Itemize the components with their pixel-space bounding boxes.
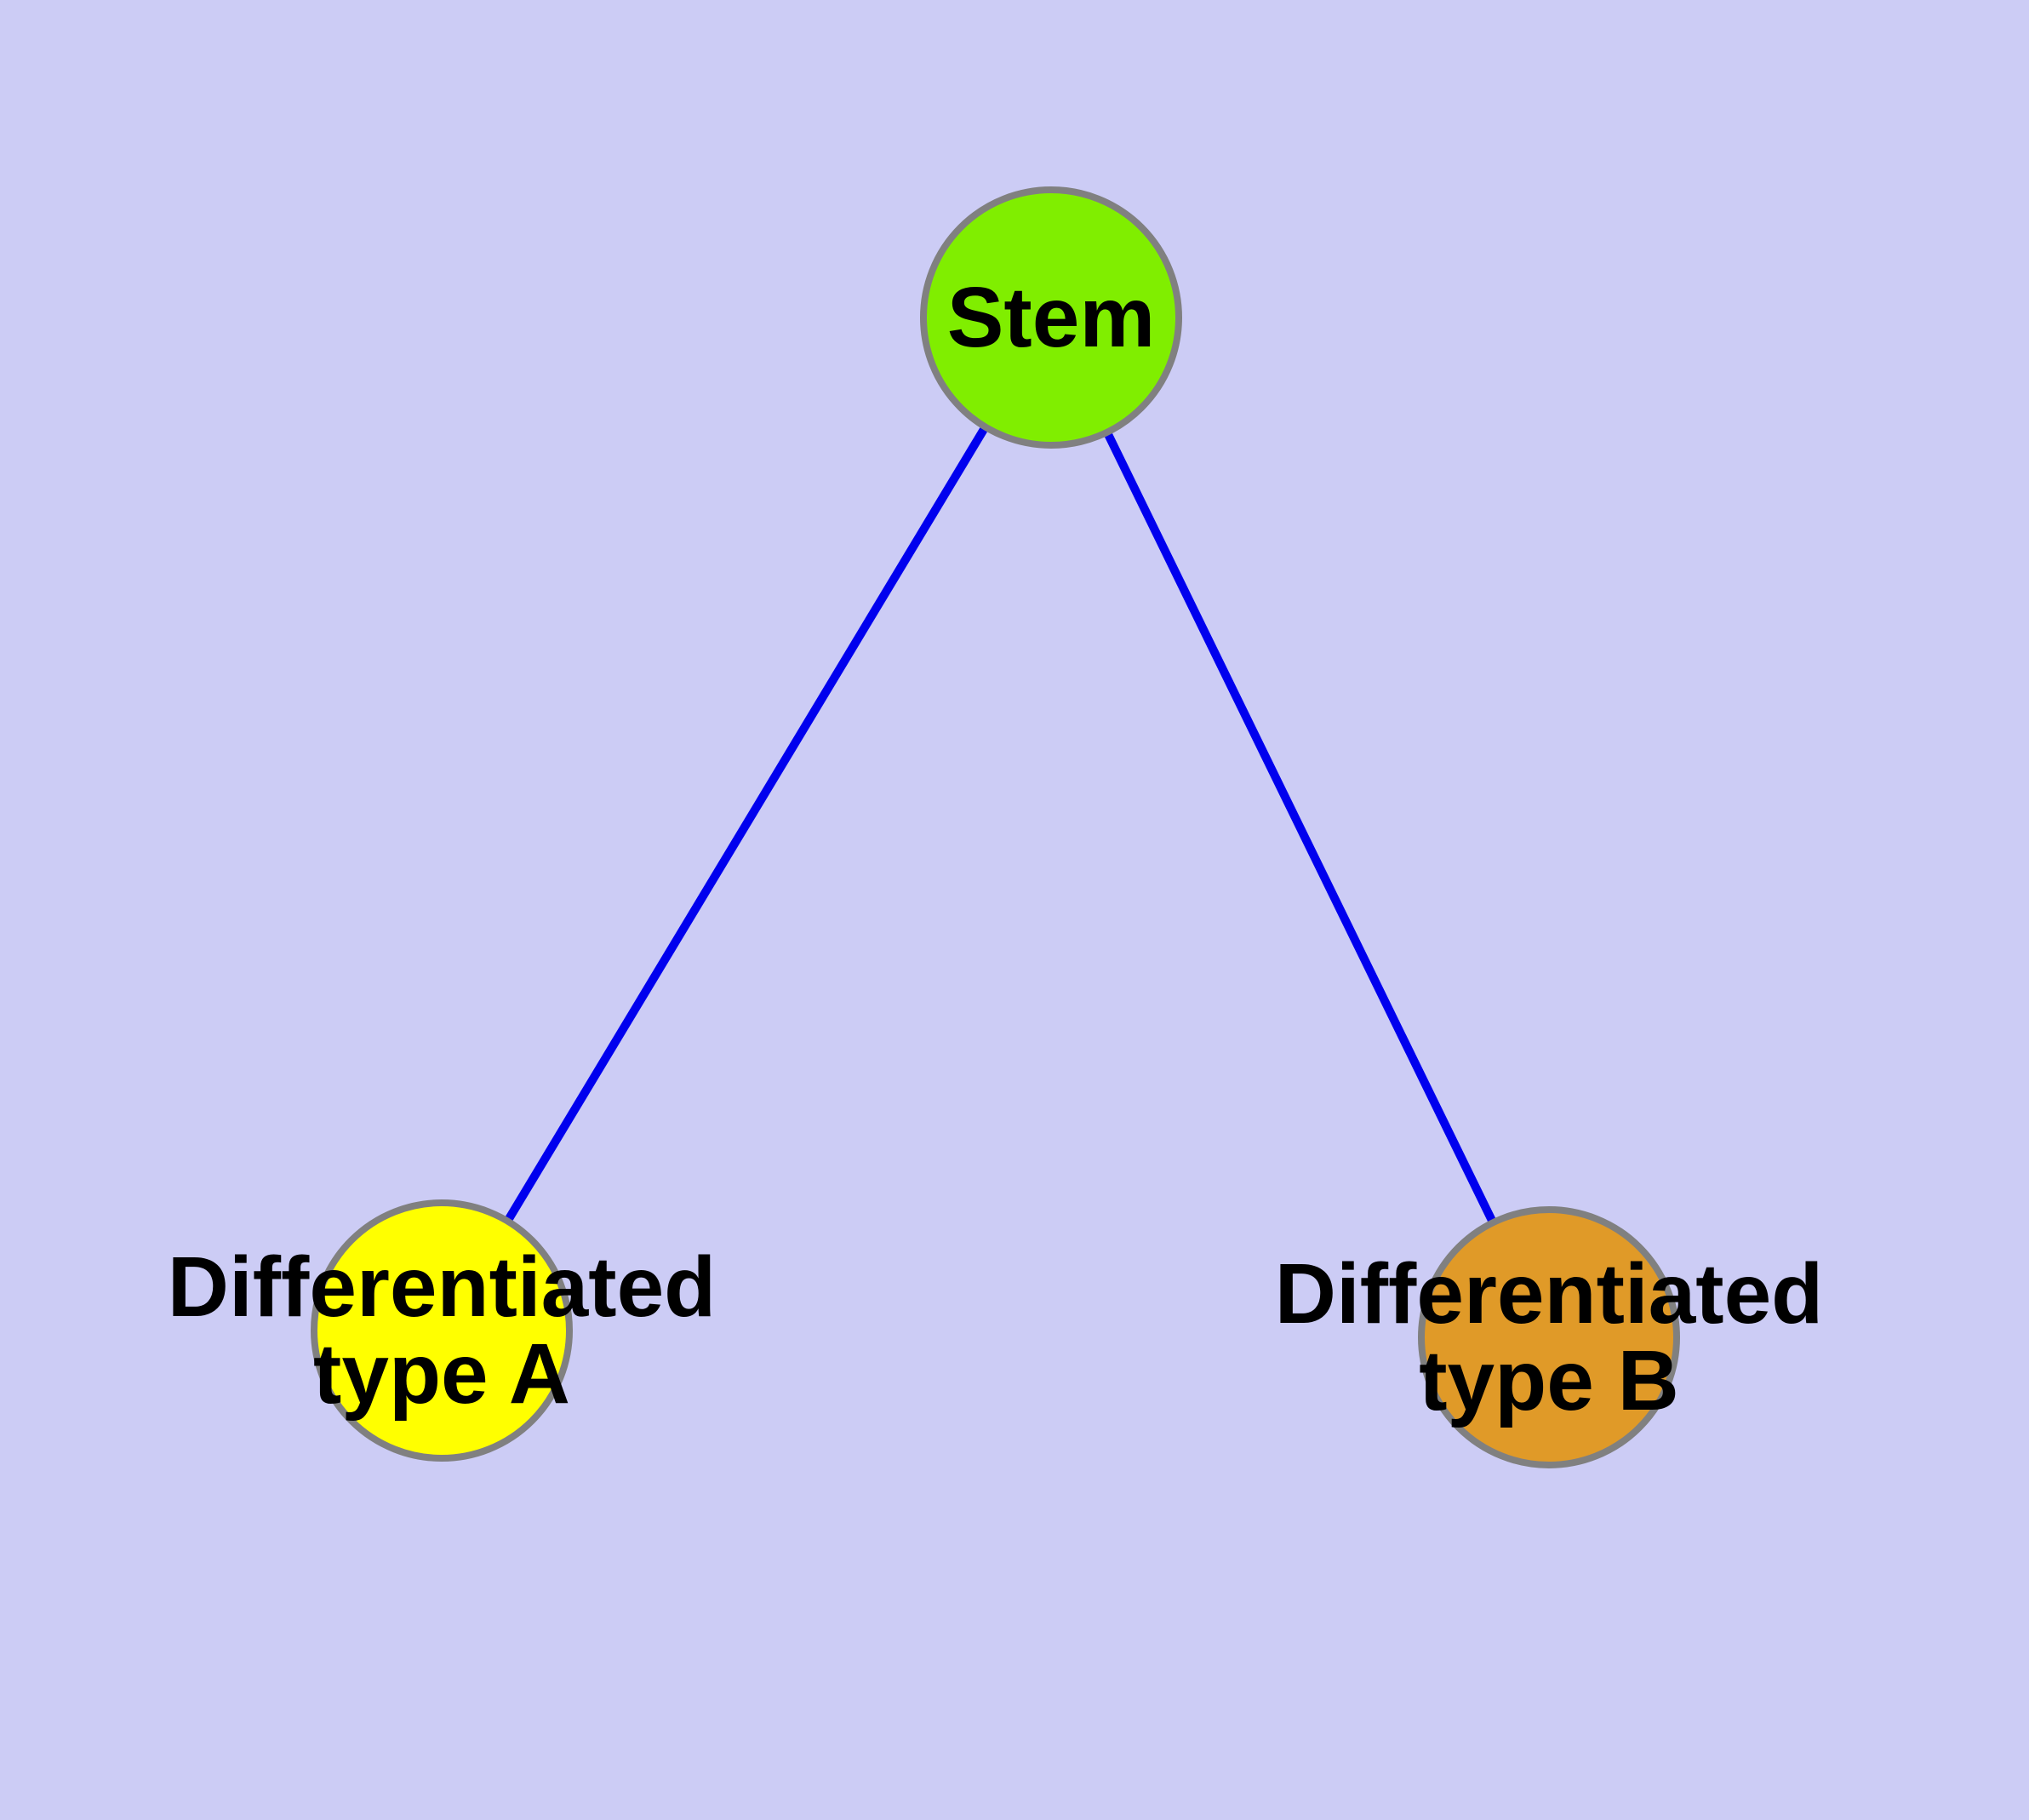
node-stem[interactable]: [920, 186, 1182, 449]
edge-stem-diff-b[interactable]: [1047, 315, 1553, 1340]
node-diff_a[interactable]: [311, 1199, 573, 1462]
edge-layer: [437, 315, 1553, 1340]
node-layer: [311, 186, 1680, 1468]
node-diff_b[interactable]: [1418, 1206, 1680, 1468]
edge-stem-diff-a[interactable]: [437, 315, 1055, 1333]
